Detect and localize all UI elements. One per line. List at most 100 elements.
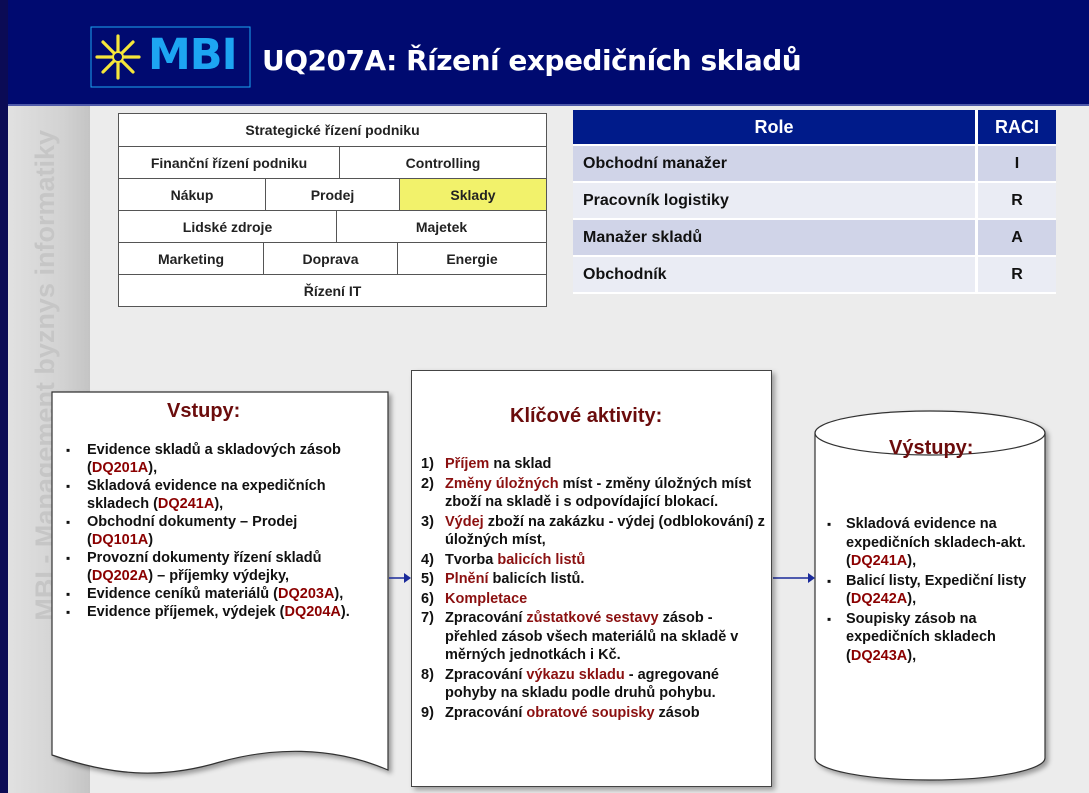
raci-header: Role RACI bbox=[573, 110, 1056, 146]
org-cell: Marketing bbox=[119, 243, 264, 274]
list-item: Evidence příjemek, výdejek (DQ204A). bbox=[66, 603, 366, 621]
item-text: Provozní dokumenty řízení skladů ( bbox=[87, 550, 322, 584]
item-number: 4) bbox=[421, 551, 434, 568]
list-item: 1)Příjem na sklad bbox=[421, 455, 766, 474]
list-item: 9)Zpracování obratové soupisky zásob bbox=[421, 704, 766, 723]
item-keyword: Změny úložných bbox=[445, 475, 559, 492]
org-cell: Nákup bbox=[119, 179, 266, 210]
logo-frame bbox=[90, 26, 251, 88]
arrow-inputs-to-activities bbox=[389, 573, 411, 583]
item-text: Evidence skladů a skladových zásob ( bbox=[87, 442, 341, 476]
list-item: 3)Výdej zboží na zakázku - výdej (odblok… bbox=[421, 513, 766, 550]
item-code: DQ241A bbox=[157, 496, 215, 512]
item-number: 5) bbox=[421, 571, 434, 587]
logo-text: MBI bbox=[148, 30, 238, 80]
table-row: Pracovník logistiky R bbox=[573, 183, 1056, 220]
list-item: 8)Zpracování výkazu skladu - agregované … bbox=[421, 666, 766, 703]
left-border bbox=[0, 0, 8, 793]
item-text: Evidence příjemek, výdejek ( bbox=[87, 604, 285, 620]
item-keyword: obratové soupisky bbox=[526, 704, 655, 721]
item-text: Obchodní dokumenty – Prodej ( bbox=[87, 514, 298, 548]
list-item: Skladová evidence na expedičních skladec… bbox=[66, 477, 366, 513]
list-item: Soupisky zásob na expedičních skladech (… bbox=[827, 610, 1042, 666]
item-keyword: zůstatkové sestavy bbox=[526, 610, 659, 626]
item-text: ), bbox=[907, 647, 917, 664]
item-text: ), bbox=[148, 460, 158, 476]
item-text: Tvorba bbox=[445, 551, 498, 568]
org-cell-highlighted: Sklady bbox=[400, 179, 546, 210]
item-code: DQ203A bbox=[278, 586, 335, 602]
item-keyword: výkazu skladu bbox=[526, 666, 625, 683]
item-keyword: Kompletace bbox=[445, 590, 528, 607]
org-cell: Řízení IT bbox=[303, 282, 362, 299]
outputs-list: Skladová evidence na expedičních skladec… bbox=[827, 515, 1042, 666]
item-text: ) – příjemky výdejky, bbox=[148, 568, 290, 584]
list-item: Obchodní dokumenty – Prodej (DQ101A) bbox=[66, 513, 366, 549]
raci-value: R bbox=[978, 257, 1056, 294]
org-row: Nákup Prodej Sklady bbox=[119, 179, 546, 211]
item-text: - agregované pohyby na skladu podle druh… bbox=[445, 666, 719, 702]
item-text: Zpracování bbox=[445, 610, 527, 626]
arrow-activities-to-outputs bbox=[773, 573, 815, 583]
item-text: ), bbox=[334, 586, 344, 602]
item-text: Soupisky zásob na expedičních skladech ( bbox=[846, 610, 996, 664]
list-item: Evidence skladů a skladových zásob (DQ20… bbox=[66, 441, 366, 477]
raci-value: R bbox=[978, 183, 1056, 220]
item-text: balicích listů. bbox=[488, 571, 585, 587]
inputs-list: Evidence skladů a skladových zásob (DQ20… bbox=[66, 441, 366, 621]
item-keyword: Plnění bbox=[445, 571, 489, 587]
item-text: Balicí listy, Expediční listy ( bbox=[846, 572, 1027, 608]
list-item: 6) Kompletace bbox=[421, 590, 766, 609]
item-text: Skladová evidence na expedičních skladec… bbox=[87, 478, 326, 512]
item-number: 9) bbox=[421, 704, 434, 721]
item-code: DQ242A bbox=[850, 591, 908, 607]
raci-table: Role RACI Obchodní manažer I Pracovník l… bbox=[573, 110, 1056, 294]
item-text: míst - změny úložných míst zboží na skla… bbox=[445, 475, 752, 511]
item-text: zásob bbox=[654, 704, 700, 721]
org-cell: Controlling bbox=[405, 154, 481, 171]
item-text: Evidence ceníků materiálů ( bbox=[87, 586, 278, 602]
list-item: Provozní dokumenty řízení skladů (DQ202A… bbox=[66, 549, 366, 585]
raci-header-raci: RACI bbox=[978, 110, 1056, 146]
item-number: 8) bbox=[421, 666, 434, 683]
header-divider bbox=[8, 104, 1089, 106]
item-number: 7) bbox=[421, 610, 434, 626]
item-number: 6) bbox=[421, 590, 434, 607]
item-text: ), bbox=[907, 591, 917, 607]
outputs-title: Výstupy: bbox=[889, 437, 974, 459]
item-code: DQ201A bbox=[91, 460, 149, 476]
activities-box bbox=[411, 370, 772, 787]
raci-role: Obchodník bbox=[573, 257, 978, 294]
raci-role: Obchodní manažer bbox=[573, 146, 978, 183]
item-text: ), bbox=[214, 496, 224, 512]
table-row: Obchodní manažer I bbox=[573, 146, 1056, 183]
org-cell: Energie bbox=[446, 250, 498, 267]
list-item: Balicí listy, Expediční listy (DQ242A), bbox=[827, 572, 1042, 609]
list-item: Evidence ceníků materiálů (DQ203A), bbox=[66, 585, 366, 603]
item-text: zásob - přehled zásob všech materiálů na… bbox=[445, 610, 739, 663]
org-row: Marketing Doprava Energie bbox=[119, 243, 546, 275]
item-text: zboží na zakázku - výdej (odblokování) z… bbox=[445, 513, 765, 549]
org-row: Strategické řízení podniku bbox=[119, 114, 546, 147]
org-cell: Finanční řízení podniku bbox=[119, 147, 340, 178]
list-item: 4)Tvorba balicích listů bbox=[421, 551, 766, 570]
item-text: ). bbox=[340, 604, 350, 620]
item-number: 2) bbox=[421, 475, 434, 492]
item-code: DQ241A bbox=[850, 553, 908, 569]
raci-value: A bbox=[978, 220, 1056, 257]
list-item: 7) Zpracování zůstatkové sestavy zásob - … bbox=[421, 609, 766, 665]
item-code: DQ202A bbox=[91, 568, 149, 584]
org-chart: Strategické řízení podniku Finanční říze… bbox=[118, 113, 547, 307]
item-code: DQ243A bbox=[850, 647, 908, 664]
logo-star-icon bbox=[95, 34, 141, 80]
raci-role: Manažer skladů bbox=[573, 220, 978, 257]
page-title: UQ207A: Řízení expedičních skladů bbox=[262, 44, 802, 77]
org-cell: Prodej bbox=[266, 179, 400, 210]
org-row: Finanční řízení podniku Controlling bbox=[119, 147, 546, 179]
org-cell: Strategické řízení podniku bbox=[245, 122, 420, 138]
raci-role: Pracovník logistiky bbox=[573, 183, 978, 220]
org-row: Řízení IT bbox=[119, 275, 546, 306]
org-cell: Doprava bbox=[264, 243, 398, 274]
activities-list: 1)Příjem na sklad 2) Změny úložných míst … bbox=[421, 455, 766, 723]
list-item: 5) Plnění balicích listů. bbox=[421, 570, 766, 589]
